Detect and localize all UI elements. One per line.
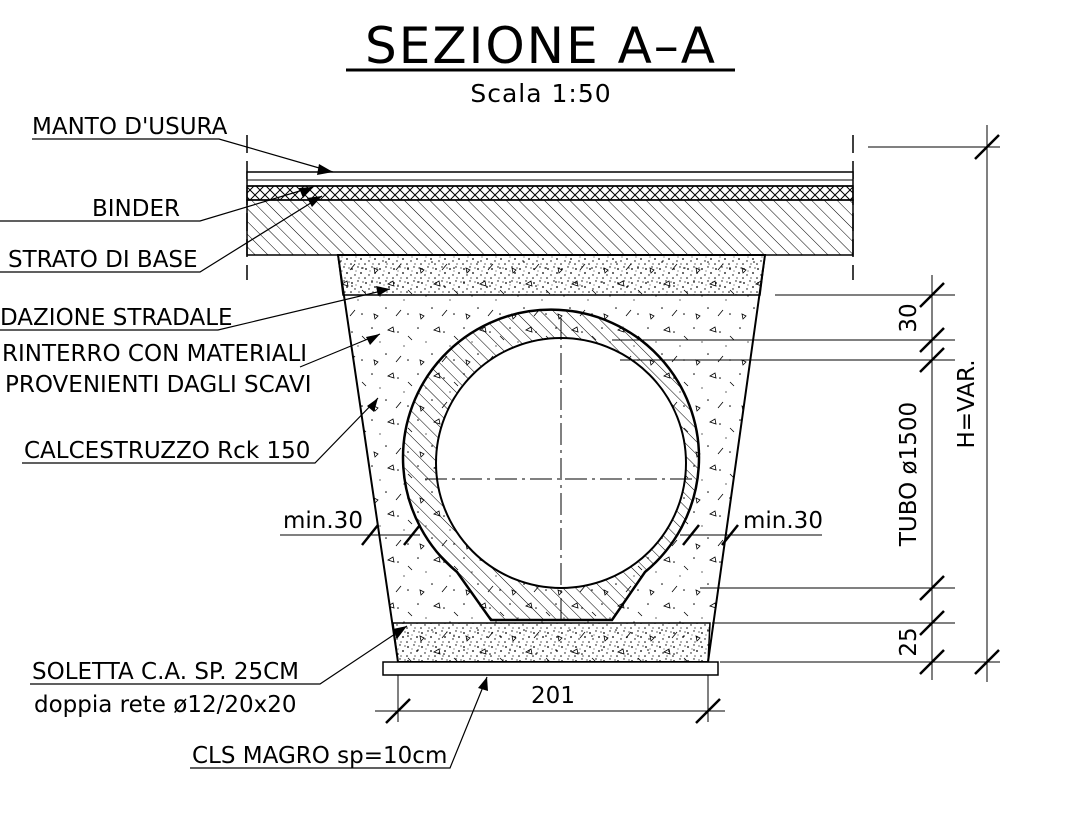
manto-usura-layer <box>246 171 854 187</box>
pipe <box>401 308 701 622</box>
dim-width: 201 <box>531 683 575 709</box>
scale-label: Scala 1:50 <box>470 79 611 108</box>
label-strato-base: STRATO DI BASE <box>8 247 198 273</box>
label-rinterro-line1: RINTERRO CON MATERIALI <box>2 341 307 367</box>
soletta-layer <box>392 622 711 663</box>
binder-layer <box>246 185 854 201</box>
dim-tubo: TUBO ø1500 <box>896 402 922 547</box>
min-30-left: min.30 <box>283 508 363 534</box>
section-title: SEZIONE A–A <box>365 17 717 75</box>
width-dimension: 201 <box>375 675 725 724</box>
min-dimensions: min.30 min.30 <box>280 508 823 546</box>
road-layers <box>246 135 854 280</box>
leader-lines <box>0 138 488 769</box>
label-soletta-line1: SOLETTA C.A. SP. 25CM <box>32 659 299 685</box>
label-binder: BINDER <box>92 196 180 222</box>
strato-base-layer <box>246 199 854 256</box>
label-soletta-line2: doppia rete ø12/20x20 <box>34 692 296 718</box>
label-cls-magro: CLS MAGRO sp=10cm <box>192 743 447 769</box>
dim-25-bottom: 25 <box>896 627 922 656</box>
fondazione-stradale-layer <box>337 254 766 296</box>
leader-arrows <box>299 164 488 691</box>
label-fondazione-stradale: DAZIONE STRADALE <box>0 305 233 331</box>
dim-h-var: H=VAR. <box>954 359 980 448</box>
min-30-right: min.30 <box>743 508 823 534</box>
right-dimensions: 30 TUBO ø1500 25 H=VAR. <box>612 125 1000 682</box>
label-calcestruzzo: CALCESTRUZZO Rck 150 <box>24 438 310 464</box>
label-manto-usura: MANTO D'USURA <box>32 114 228 140</box>
cls-magro-layer <box>382 661 719 676</box>
dim-30-top: 30 <box>896 303 922 332</box>
label-rinterro-line2: PROVENIENTI DAGLI SCAVI <box>5 372 312 398</box>
